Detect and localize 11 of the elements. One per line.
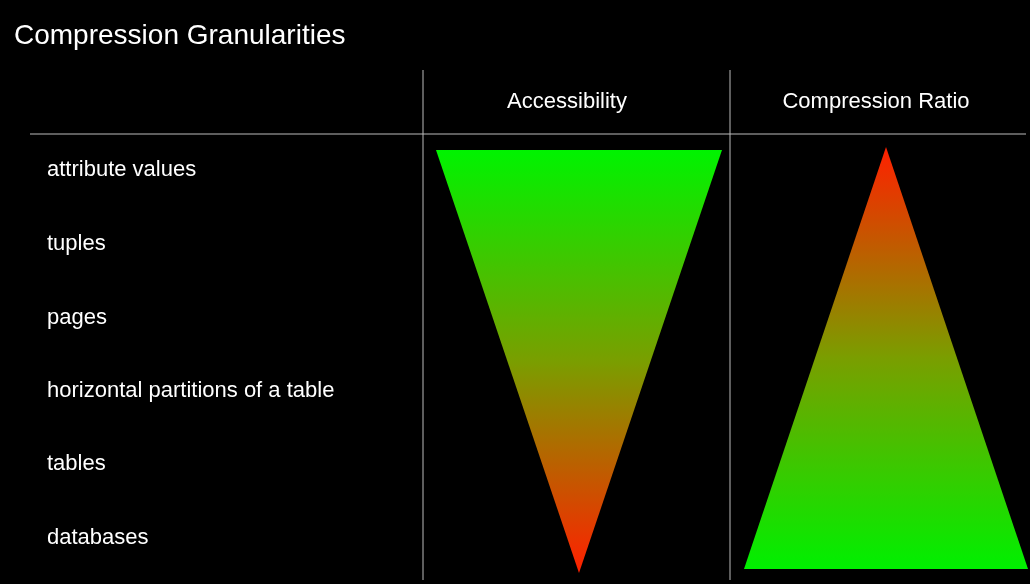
column-header: Accessibility [507, 90, 627, 112]
triangle [744, 147, 1028, 569]
row-label: attribute values [47, 158, 197, 180]
row-label: horizontal partitions of a table [47, 379, 335, 401]
row-label: pages [47, 306, 107, 328]
row-label: tables [47, 452, 106, 474]
inverted-triangle [436, 150, 722, 573]
column-header: Compression Ratio [782, 90, 970, 112]
row-label: tuples [47, 232, 106, 254]
diagram-title: Compression Granularities [14, 21, 346, 49]
row-label: databases [47, 526, 149, 548]
